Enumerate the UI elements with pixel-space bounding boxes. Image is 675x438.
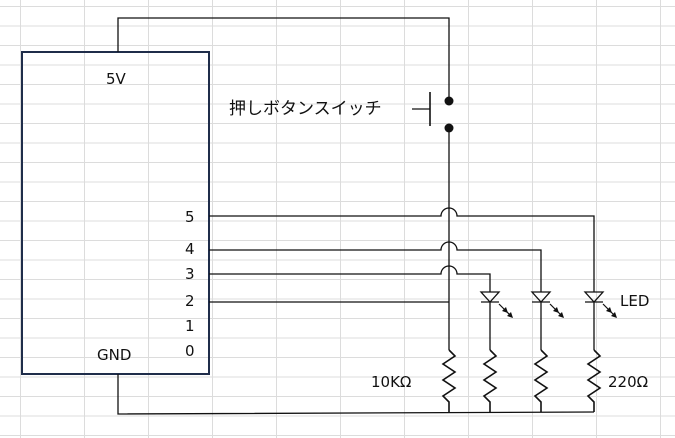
ground-pin-label: GND — [97, 346, 131, 364]
ground-wire — [117, 374, 595, 415]
pin-label-1: 1 — [185, 317, 195, 335]
pin-label-3: 3 — [185, 265, 195, 283]
switch-label: 押しボタンスイッチ — [229, 99, 382, 119]
led-2 — [530, 291, 564, 350]
pin-label-5: 5 — [185, 208, 195, 226]
supply-wire — [117, 17, 450, 101]
led-resistor-2 — [533, 349, 549, 412]
push-button-switch — [412, 92, 454, 133]
pin-label-4: 4 — [185, 240, 195, 258]
led-3 — [583, 291, 617, 350]
led-1 — [479, 291, 513, 350]
power-pin-label: 5V — [106, 70, 127, 88]
led-resistor-label: 220Ω — [608, 373, 648, 391]
pin-label-2: 2 — [185, 292, 195, 310]
pin5-wire — [209, 207, 595, 292]
led-resistor-1 — [482, 349, 498, 412]
pin3-wire — [209, 265, 491, 292]
microcontroller-board — [21, 51, 210, 375]
pulldown-resistor — [441, 349, 457, 412]
pin4-wire — [209, 241, 542, 292]
led-resistor-3 — [586, 349, 602, 412]
pulldown-resistor-label: 10KΩ — [371, 373, 411, 391]
pin-label-0: 0 — [185, 342, 195, 360]
led-label: LED — [620, 292, 649, 310]
